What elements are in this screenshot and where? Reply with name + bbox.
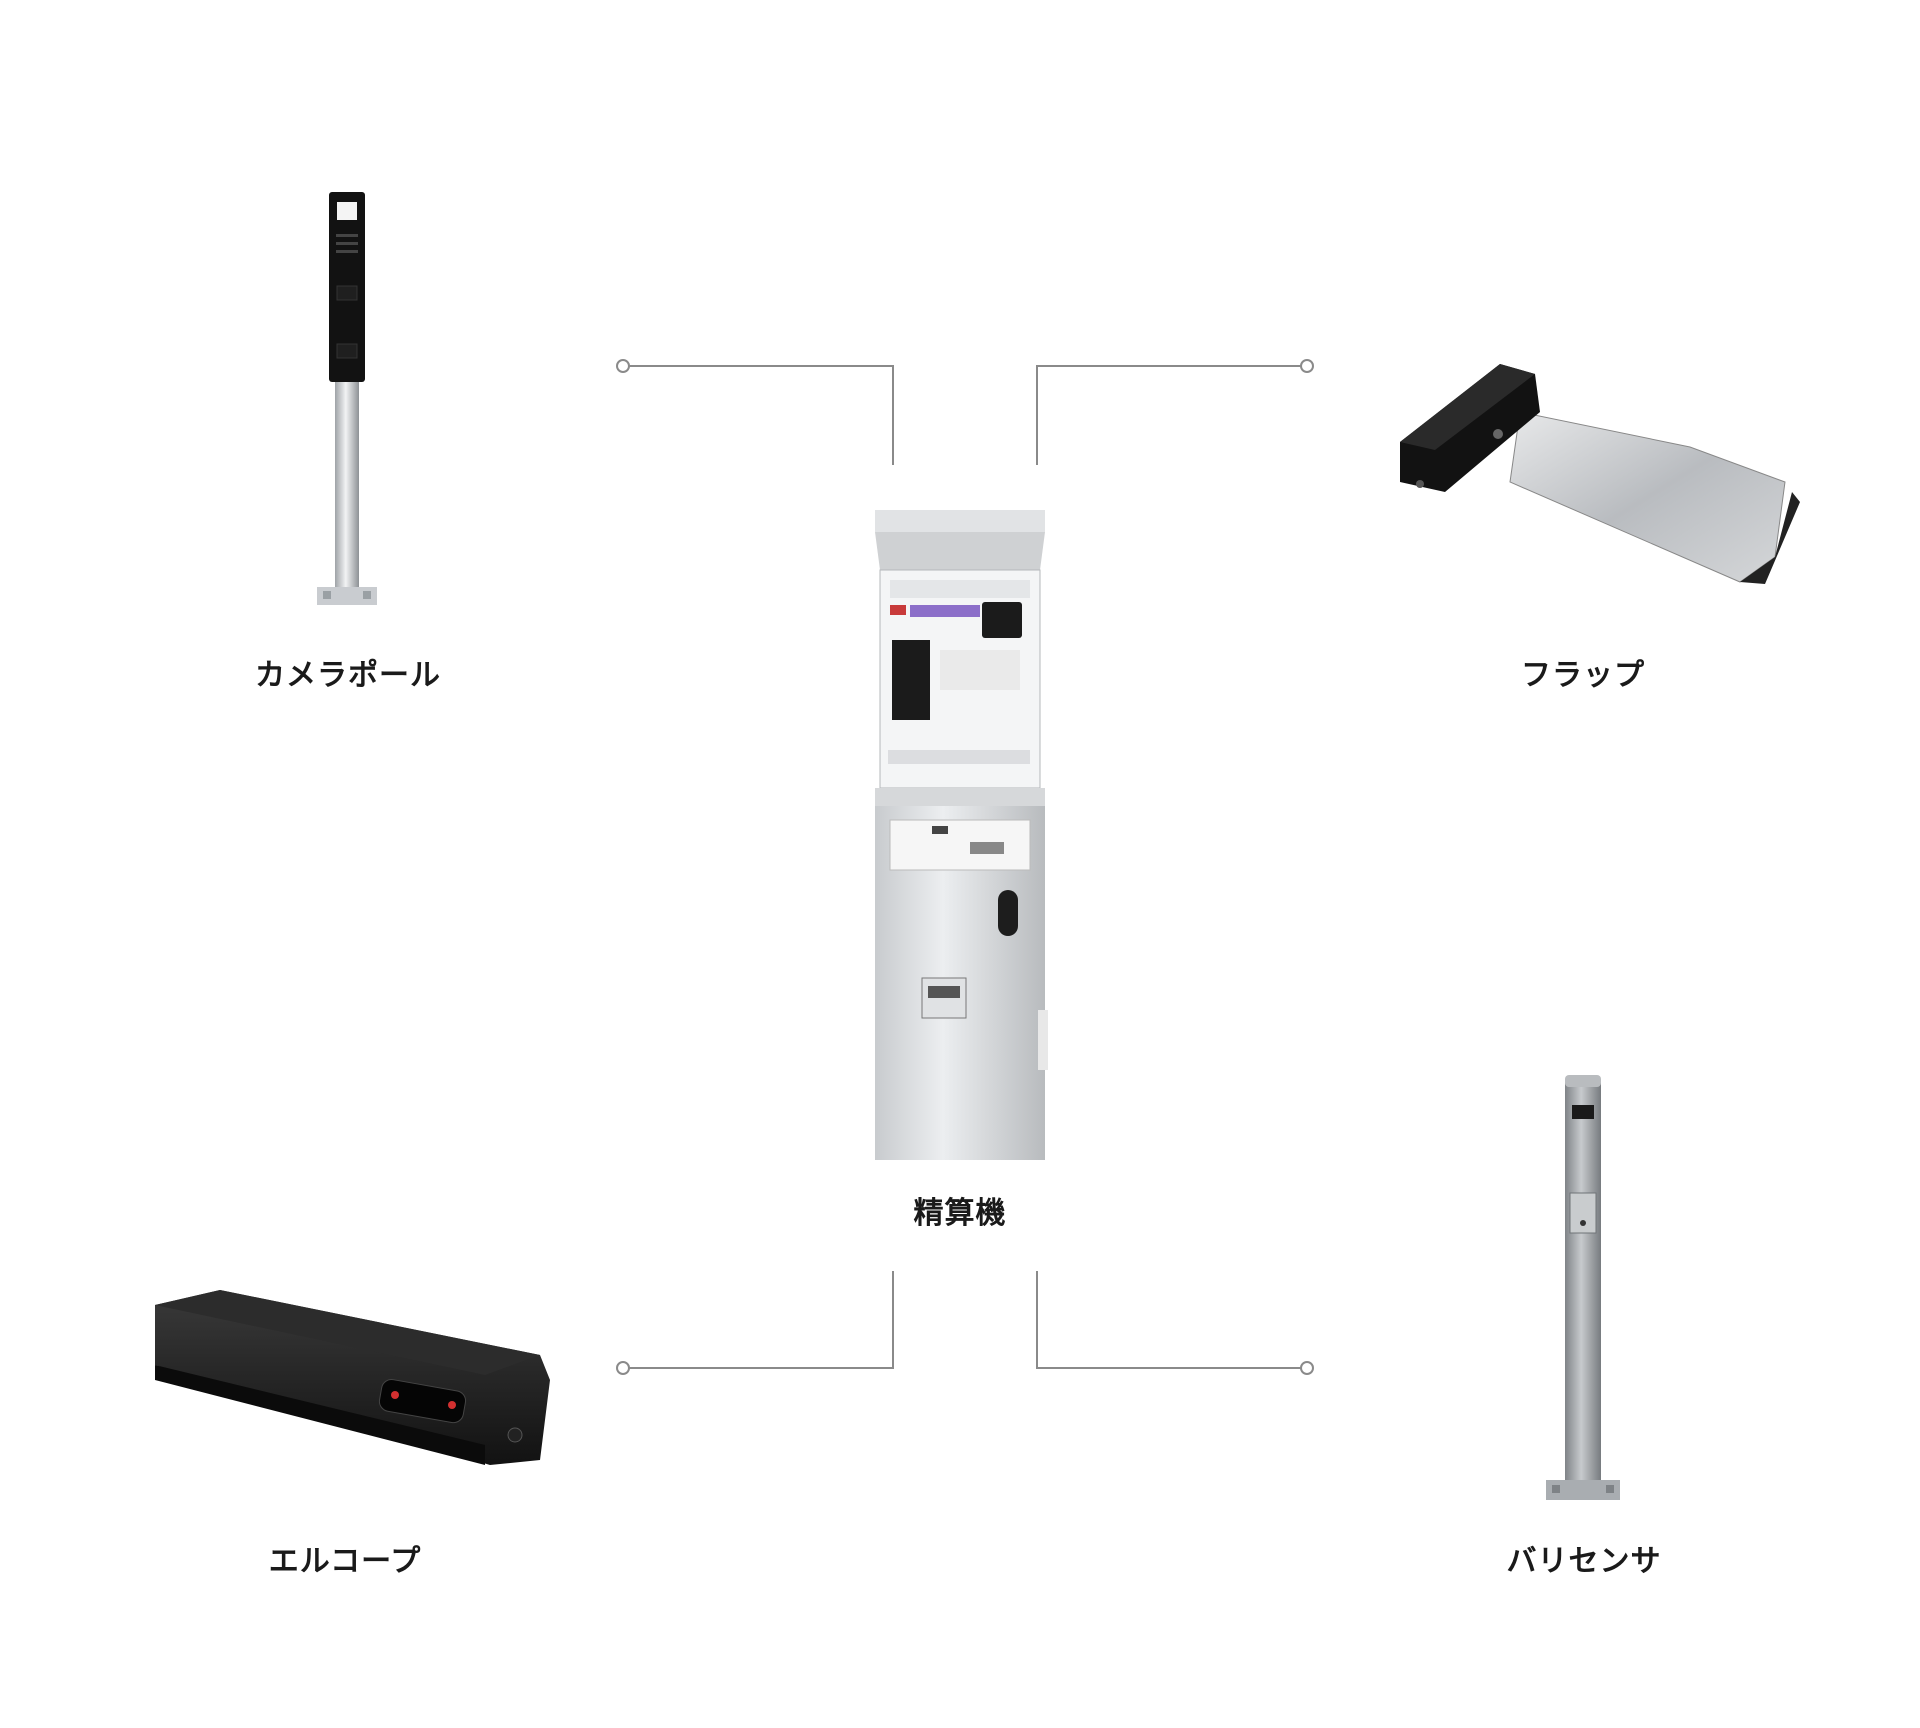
flap-icon [1400, 364, 1800, 584]
connector-dot-top-left [616, 359, 630, 373]
barisensa-label: バリセンサ [1506, 1544, 1662, 1579]
connector-top-left [623, 365, 894, 465]
connector-top-right [1036, 365, 1307, 465]
camera-pole-icon [317, 192, 377, 605]
payment-machine-label: 精算機 [913, 1196, 1007, 1231]
connector-dot-top-right [1300, 359, 1314, 373]
connector-dot-bottom-left [616, 1361, 630, 1375]
flap-label: フラップ [1521, 658, 1645, 693]
connector-bottom-right [1036, 1271, 1307, 1369]
elcorp-label: エルコープ [268, 1544, 422, 1579]
elcorp-sensor-icon [155, 1290, 550, 1465]
barisensa-pole-icon [1546, 1075, 1620, 1500]
payment-machine-icon [875, 510, 1048, 1160]
connector-dot-bottom-right [1300, 1361, 1314, 1375]
connector-bottom-left [623, 1271, 894, 1369]
camera-pole-label: カメラポール [255, 658, 441, 693]
